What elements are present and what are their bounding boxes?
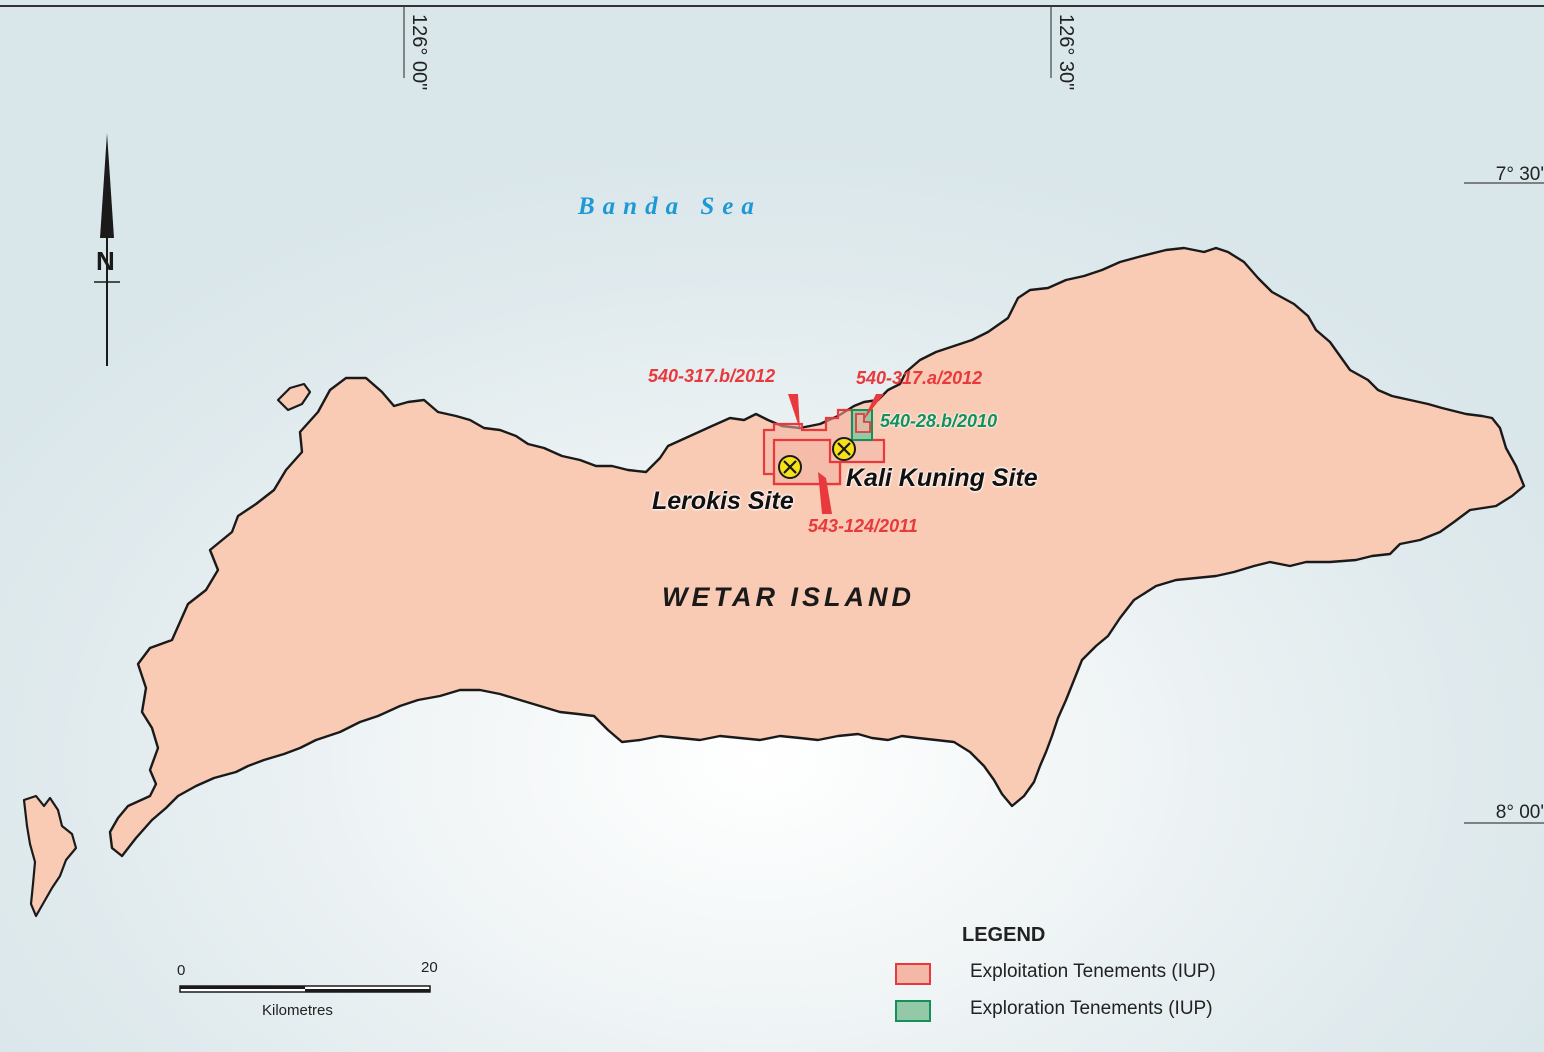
leader-540-317-b <box>788 394 800 430</box>
sea-label: Banda Sea <box>578 193 762 220</box>
tenement-label-540-28-b: 540-28.b/2010 <box>880 411 998 431</box>
legend-label-exploration: Exploration Tenements (IUP) <box>970 998 1213 1019</box>
leader-540-317-a <box>862 394 884 422</box>
small-island-west <box>22 794 78 918</box>
legend-title: LEGEND <box>962 924 1046 946</box>
island-label: WETAR ISLAND <box>662 582 915 612</box>
small-islet-north <box>276 382 312 412</box>
north-arrow <box>94 133 120 366</box>
tenement-label-540-317-a: 540-317.a/2012 <box>856 368 983 388</box>
wetar-island-landmass <box>108 246 1526 858</box>
scale-bar <box>179 985 431 993</box>
scale-unit-label: Kilometres <box>262 1002 333 1019</box>
lon-label-126-30: 126° 30" <box>1055 14 1077 91</box>
tenement-540-317-a-2012 <box>855 413 871 433</box>
scale-end-label: 20 <box>421 959 438 976</box>
tenement-label-540-317-b: 540-317.b/2012 <box>648 366 776 386</box>
mine-icon-kali-kuning <box>832 437 856 461</box>
lat-label-8-00: 8° 00' <box>1495 802 1544 823</box>
mine-icon-lerokis <box>778 455 802 479</box>
leader-543-124 <box>818 472 832 514</box>
legend-swatch-exploration <box>895 1000 931 1022</box>
north-letter: N <box>96 246 115 276</box>
site-label-kali-kuning: Kali Kuning Site <box>846 464 1038 492</box>
scale-start-label: 0 <box>177 962 186 979</box>
tenement-label-543-124: 543-124/2011 <box>808 516 918 536</box>
legend-swatch-exploitation <box>895 963 931 985</box>
lon-label-126-00: 126° 00" <box>408 14 430 91</box>
lat-label-7-30: 7° 30' <box>1495 164 1544 185</box>
site-label-lerokis: Lerokis Site <box>652 487 794 515</box>
legend-label-exploitation: Exploitation Tenements (IUP) <box>970 961 1216 982</box>
